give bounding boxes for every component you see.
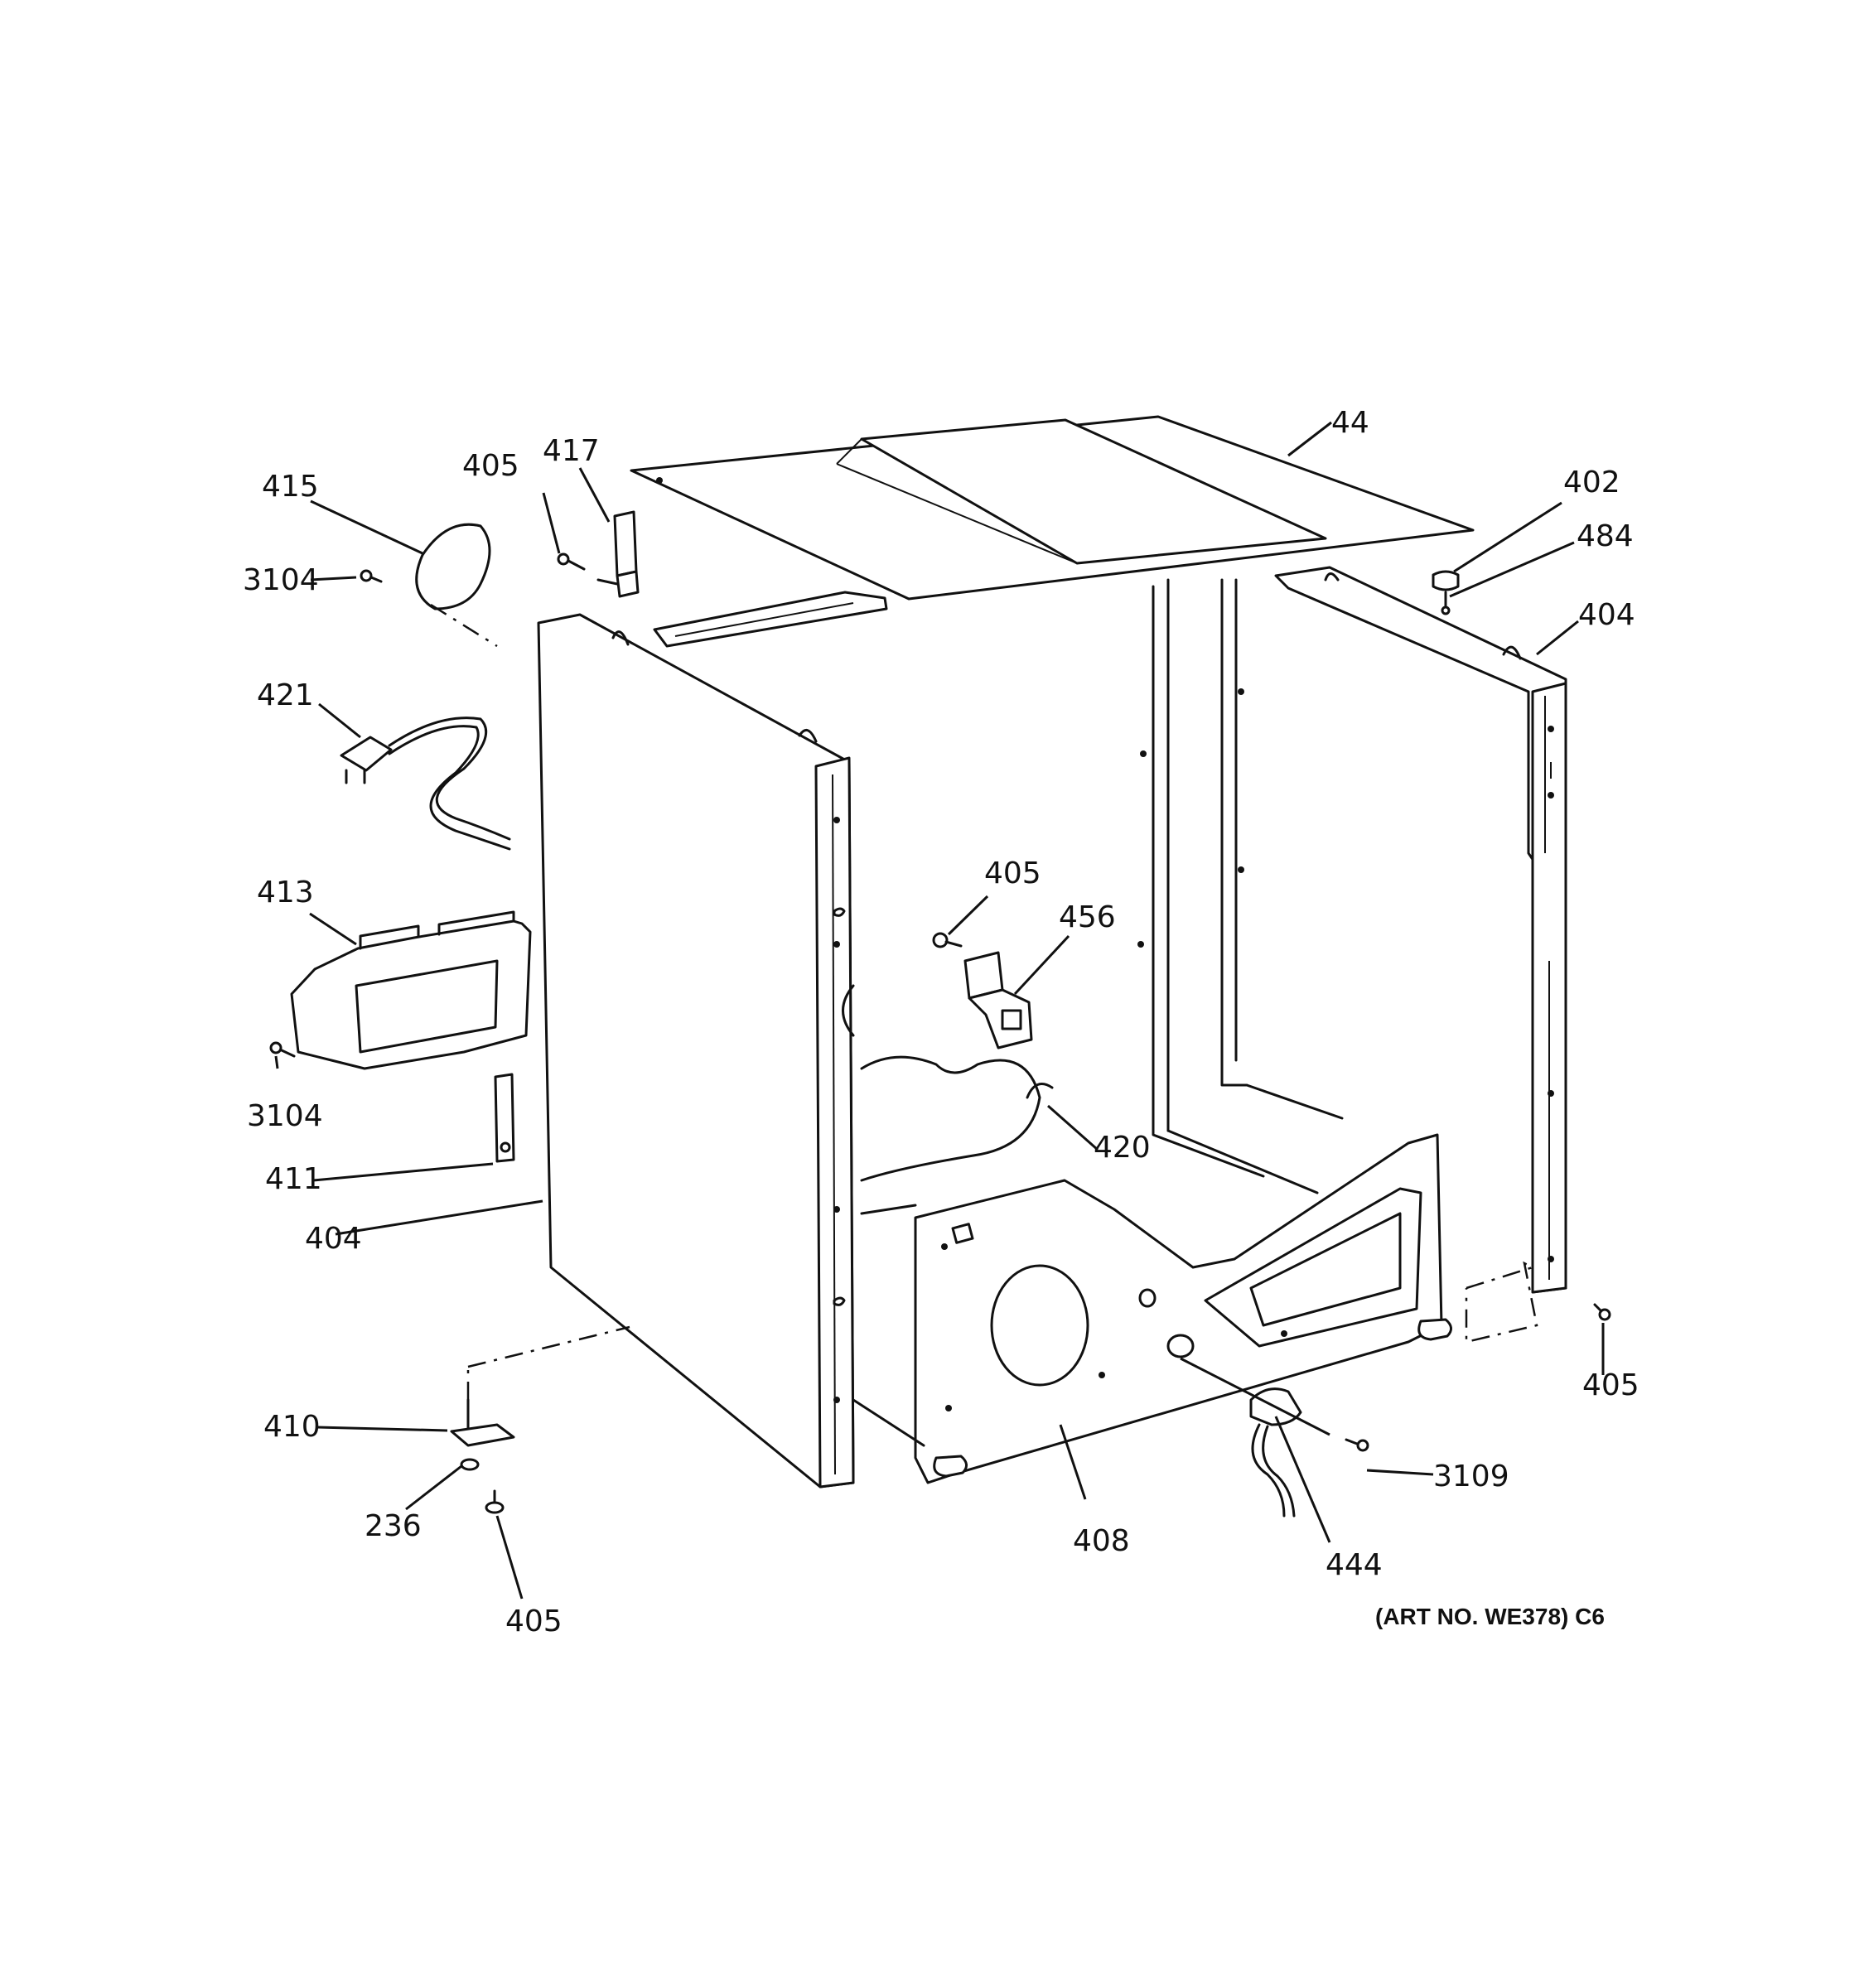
part-3104-screw-bottom: [269, 1041, 296, 1058]
callout-405-right: 405: [1582, 1368, 1639, 1402]
callout-420: 420: [1094, 1131, 1151, 1165]
part-411-strike: [494, 1073, 515, 1163]
part-405-screw-middle: [932, 932, 963, 948]
art-number: (ART NO. WE378) C6: [1375, 1604, 1605, 1629]
callout-411: 411: [265, 1162, 322, 1196]
part-402-clip: [1432, 570, 1460, 615]
callout-444: 444: [1326, 1548, 1383, 1582]
callout-3104-top: 3104: [243, 563, 319, 597]
callout-44: 44: [1331, 406, 1369, 440]
part-410-bracket: [450, 1325, 630, 1471]
part-413-access-panel: [290, 910, 532, 1070]
callout-421: 421: [257, 678, 314, 712]
part-417-bracket: [596, 510, 640, 598]
part-420-clip: [1026, 1083, 1054, 1099]
callout-3104-bottom: 3104: [247, 1099, 323, 1133]
callout-484: 484: [1577, 519, 1634, 553]
callout-404-right: 404: [1578, 598, 1635, 632]
callout-405-top: 405: [462, 449, 519, 483]
callout-417: 417: [543, 434, 600, 468]
part-405-screw-bottom: [485, 1489, 505, 1514]
callout-456: 456: [1059, 900, 1116, 934]
callout-408: 408: [1073, 1524, 1130, 1558]
callout-405-middle: 405: [984, 856, 1041, 890]
callout-405-bottom: 405: [505, 1604, 563, 1638]
rear-frame: [653, 578, 1344, 1194]
callout-413: 413: [257, 876, 314, 910]
callout-236: 236: [365, 1509, 422, 1543]
leader-lines: [274, 421, 1605, 1600]
left-side-panel: [537, 613, 855, 1489]
part-405-screw-right: [1593, 1303, 1611, 1321]
part-456-bracket: [963, 951, 1033, 1049]
callout-410: 410: [263, 1410, 321, 1444]
callout-3109: 3109: [1433, 1460, 1509, 1493]
part-421-power-cord: [340, 717, 511, 851]
part-3109-screw: [1345, 1438, 1369, 1452]
part-405-screw-top: [557, 552, 586, 571]
base-panel: [852, 1055, 1452, 1484]
callout-402: 402: [1563, 466, 1620, 499]
right-side-panel: [1274, 566, 1567, 1344]
part-3104-screw-top: [360, 569, 383, 583]
callout-415: 415: [262, 470, 319, 504]
callout-404-left: 404: [305, 1222, 362, 1256]
top-panel: [630, 415, 1475, 601]
part-415-cover: [415, 523, 498, 648]
